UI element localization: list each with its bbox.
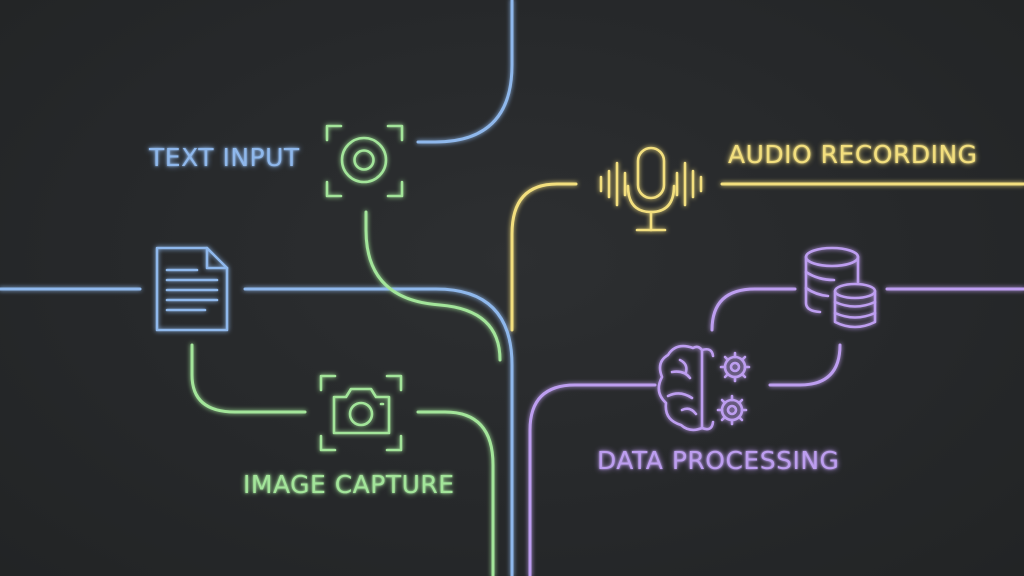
data-processing-label: DATA PROCESSING <box>597 446 840 475</box>
blue-lines <box>0 0 514 576</box>
text-input-label: TEXT INPUT <box>149 143 300 172</box>
camera-icon <box>319 374 403 452</box>
brain-to-bottom-line <box>528 383 657 576</box>
gears-to-db-line <box>768 343 842 387</box>
database-icon <box>804 246 877 329</box>
document-to-camera-line <box>190 343 307 414</box>
center-horizontal-line <box>243 287 514 576</box>
mic-left-line <box>510 182 578 332</box>
db-left-line <box>710 287 797 332</box>
image-capture-label: IMAGE CAPTURE <box>243 470 455 499</box>
gears-icon <box>716 351 751 426</box>
yellow-lines <box>510 182 1024 332</box>
target-to-center-line <box>364 210 502 362</box>
camera-to-bottom-line <box>416 410 495 576</box>
audio-recording-label: AUDIO RECORDING <box>728 140 978 169</box>
top-curve-line <box>416 0 514 144</box>
document-icon <box>155 246 229 332</box>
brain-icon <box>657 344 715 432</box>
purple-lines <box>528 287 1024 576</box>
microphone-icon <box>599 146 703 232</box>
focus-target-icon <box>325 124 404 198</box>
green-lines <box>190 210 502 576</box>
